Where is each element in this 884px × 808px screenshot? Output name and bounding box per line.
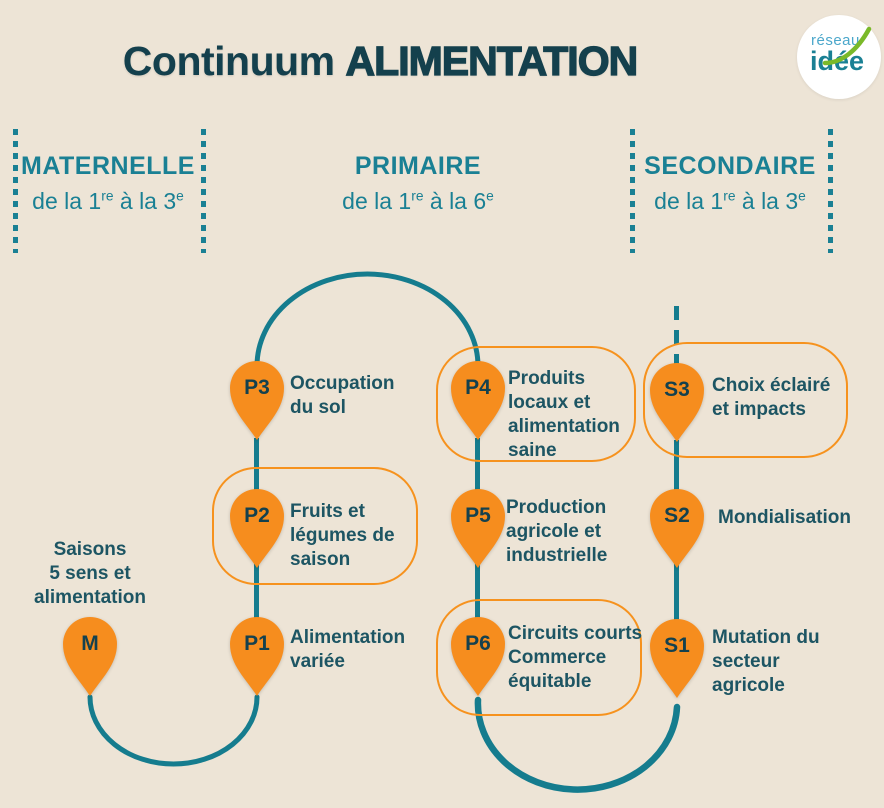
dotted-divider-4 [828,129,833,253]
marker-pin-p3[interactable]: P3 [229,360,285,440]
pin-icon [650,363,704,442]
section-primaire: PRIMAIRE de la 1re à la 6e [204,152,632,215]
marker-code: P2 [244,504,270,527]
marker-pin-s1[interactable]: S1 [649,618,705,698]
marker-label-s2: Mondialisation [718,507,851,528]
marker-label-s3: Choix éclairé et impacts [712,375,831,420]
range-sup: re [723,188,736,204]
marker-label-p5: Production agricole et industrielle [506,497,608,566]
marker-pin-p2[interactable]: P2 [229,488,285,568]
marker-code: P1 [244,632,270,655]
curve-bottom-right-arc [474,696,681,793]
marker-code: P3 [244,376,270,399]
range-sup: re [101,188,114,204]
pin-icon [650,619,704,698]
range-sup: e [176,188,184,204]
pin-icon [230,489,284,568]
pin-icon [650,489,704,568]
logo-swoosh-icon [822,26,872,66]
marker-pin-p4[interactable]: P4 [450,360,506,440]
title-regular: Continuum [122,38,335,84]
range-text: à la 3 [735,188,799,214]
section-secondaire: SECONDAIRE de la 1re à la 3e [632,152,828,215]
title-bold: ALIMENTATION [345,37,639,84]
marker-pin-s3[interactable]: S3 [649,362,705,442]
range-text: à la 6 [423,188,487,214]
curve-bottom-left-arc [87,694,260,767]
dotted-divider-1 [13,129,18,253]
dotted-divider-3 [630,129,635,253]
marker-label-m: Saisons 5 sens et alimentation [34,539,146,608]
highlight-box-s3 [643,342,848,458]
marker-pin-p6[interactable]: P6 [450,616,506,696]
marker-label-p3: Occupation du sol [290,373,395,418]
marker-label-p6: Circuits courts Commerce équitable [508,623,643,692]
marker-pin-p5[interactable]: P5 [450,488,506,568]
marker-pin-s2[interactable]: S2 [649,488,705,568]
dotted-divider-2 [201,129,206,253]
section-name: MATERNELLE [21,152,195,180]
range-sup: e [486,188,494,204]
connector-dashed-s-column [674,306,679,364]
range-sup: re [411,188,424,204]
range-text: à la 3 [113,188,177,214]
marker-code: S3 [664,378,690,401]
marker-code: M [81,632,99,655]
section-name: SECONDAIRE [644,152,816,180]
range-text: de la 1 [654,188,724,214]
section-maternelle: MATERNELLE de la 1re à la 3e [14,152,202,215]
curve-top-arc [254,271,481,369]
marker-label-p2: Fruits et légumes de saison [290,501,395,570]
marker-code: P6 [465,632,491,655]
range-text: de la 1 [32,188,102,214]
pin-icon [451,617,505,696]
highlight-box-p2 [212,467,418,585]
reseau-idee-logo: réseau idée [797,15,881,99]
marker-label-p1: Alimentation variée [290,627,406,672]
logo-text-reseau: réseau [811,32,860,49]
marker-pin-p1[interactable]: P1 [229,616,285,696]
section-range: de la 1re à la 3e [14,188,202,215]
marker-pin-m[interactable]: M [62,616,118,696]
marker-code: P4 [465,376,491,399]
marker-label-s1: Mutation du secteur agricole [712,627,820,696]
marker-code: S2 [664,504,690,527]
pin-icon [451,489,505,568]
page-title: Continuum ALIMENTATION [0,37,760,85]
pin-icon [230,361,284,440]
highlight-box-p4 [436,346,636,462]
pin-icon [63,617,117,696]
pin-icon [230,617,284,696]
marker-label-p4: Produits locaux et alimentation saine [508,368,620,461]
marker-code: P5 [465,504,491,527]
marker-code: S1 [664,634,690,657]
range-sup: e [798,188,806,204]
section-range: de la 1re à la 6e [204,188,632,215]
section-name: PRIMAIRE [354,152,482,180]
section-range: de la 1re à la 3e [632,188,828,215]
range-text: de la 1 [342,188,412,214]
highlight-box-p6 [436,599,642,716]
pin-icon [451,361,505,440]
